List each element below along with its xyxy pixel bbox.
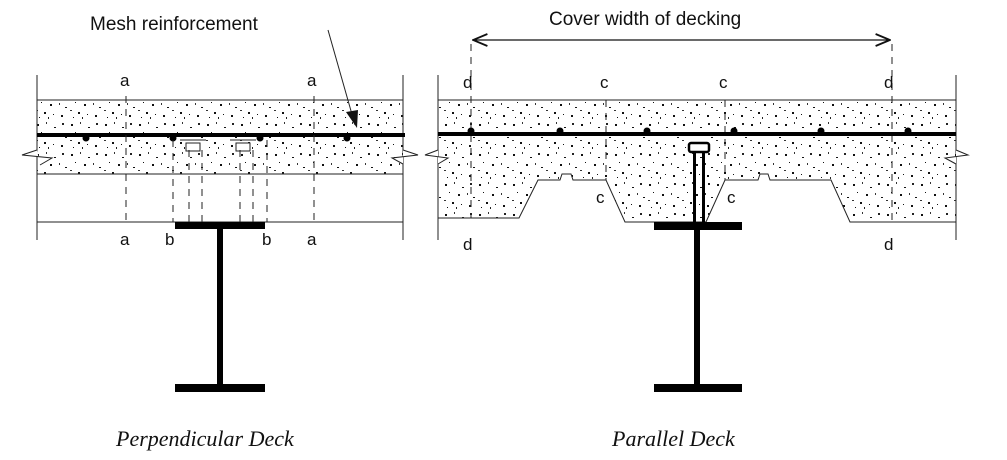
label-a-bottom-right: a	[307, 230, 317, 249]
caption-parallel-deck: Parallel Deck	[611, 426, 736, 451]
label-d-bottom-right: d	[884, 235, 893, 254]
label-a-top-left: a	[120, 71, 130, 90]
shear-stud-head	[687, 141, 711, 154]
beam-bottom-flange	[654, 384, 742, 392]
shear-stud-head	[235, 142, 251, 152]
label-c-top-right: c	[719, 73, 728, 92]
label-b-left: b	[165, 230, 174, 249]
caption-perpendicular-deck: Perpendicular Deck	[115, 426, 295, 451]
beam-top-flange	[654, 222, 742, 230]
label-d-top-left: d	[463, 73, 472, 92]
shear-stud-head	[185, 142, 201, 152]
mesh-bar-dot	[256, 134, 264, 142]
beam-web	[217, 229, 223, 384]
beam-web	[694, 230, 700, 384]
break-symbol-left	[424, 149, 450, 165]
arrow-head-icon	[346, 110, 358, 128]
label-c-top-left: c	[600, 73, 609, 92]
perpendicular-deck-section: a a a b b a Mesh reinforcement Perpendic…	[21, 14, 419, 451]
mesh-bar-dot	[169, 134, 177, 142]
label-b-right: b	[262, 230, 271, 249]
concrete-slab-ribbed	[437, 99, 957, 223]
mesh-reinforcement-label: Mesh reinforcement	[90, 14, 259, 35]
label-d-bottom-left: d	[463, 235, 472, 254]
cover-width-label: Cover width of decking	[549, 9, 741, 30]
label-c-mid-right: c	[727, 188, 736, 207]
label-d-top-right: d	[884, 73, 893, 92]
label-a-bottom-left: a	[120, 230, 130, 249]
beam-bottom-flange	[175, 384, 265, 392]
mesh-callout-leader	[327, 29, 356, 126]
mesh-bar-dot	[82, 134, 90, 142]
label-a-top-right: a	[307, 71, 317, 90]
shear-stud-shank	[693, 152, 696, 222]
mesh-bar-dot	[343, 134, 351, 142]
label-c-mid-left: c	[596, 188, 605, 207]
parallel-deck-section: Cover width of decking d c c d c c d d P…	[424, 9, 970, 451]
beam-top-flange	[175, 222, 265, 229]
break-symbol-right	[390, 149, 419, 165]
break-symbol-right	[943, 149, 970, 165]
break-symbol-left	[21, 149, 54, 166]
